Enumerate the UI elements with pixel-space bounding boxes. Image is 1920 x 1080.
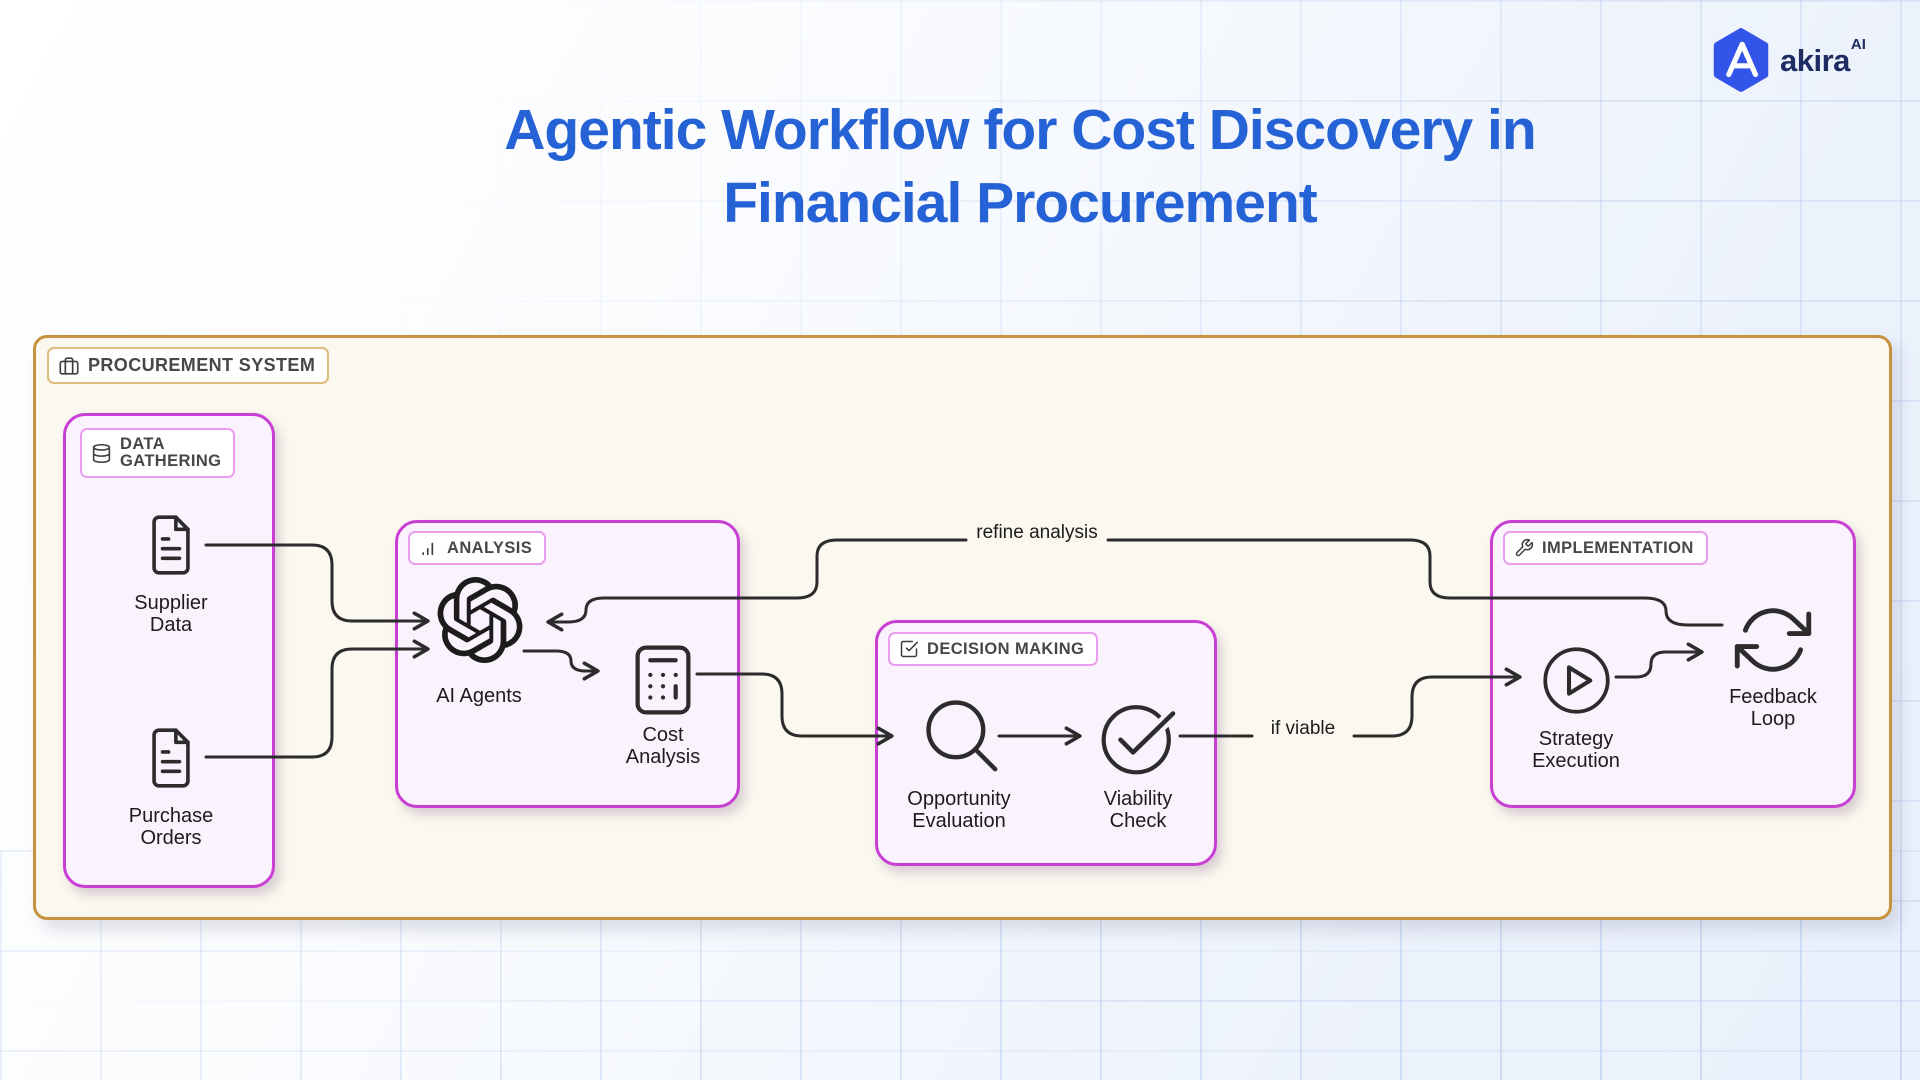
- data-gathering-label: DATA GATHERING: [80, 428, 236, 478]
- purchase-orders-line2: Orders: [140, 827, 202, 849]
- viability-check-line2: Check: [1109, 810, 1167, 832]
- supplier-data-label: Supplier Data: [86, 592, 256, 636]
- feedback-loop-line1: Feedback: [1729, 686, 1817, 708]
- implementation-label: IMPLEMENTATION: [1503, 531, 1708, 565]
- supplier-data-line2: Data: [149, 614, 193, 636]
- edge-label-if-viable: if viable: [1270, 718, 1336, 739]
- akira-logo-icon: [1713, 28, 1769, 92]
- wrench-icon: [1515, 538, 1534, 557]
- cost-analysis-line1: Cost: [642, 724, 684, 746]
- strategy-execution-line1: Strategy: [1538, 728, 1614, 750]
- check-circle-icon: [1101, 705, 1180, 775]
- feedback-loop-icon: [1734, 608, 1812, 672]
- ai-agents-label: AI Agents: [436, 685, 522, 707]
- brand-suffix: AI: [1850, 35, 1866, 53]
- play-circle-icon: [1543, 647, 1610, 714]
- decision-making-label: DECISION MAKING: [888, 632, 1099, 666]
- strategy-execution-line2: Execution: [1532, 750, 1620, 772]
- opportunity-evaluation-label: Opportunity Evaluation: [874, 788, 1044, 832]
- data-gathering-line1: DATA: [120, 434, 165, 453]
- purchase-orders-document-icon: [152, 728, 190, 788]
- page-title-line2: Financial Procurement: [723, 171, 1318, 235]
- cost-analysis-line2: Analysis: [625, 746, 701, 768]
- calculator-icon: [635, 645, 691, 715]
- page-title-line1: Agentic Workflow for Cost Discovery in: [504, 98, 1536, 162]
- feedback-loop-line2: Loop: [1750, 708, 1796, 730]
- cost-analysis-label: Cost Analysis: [578, 724, 748, 768]
- analysis-label: ANALYSIS: [408, 531, 547, 565]
- openai-logo-icon: [437, 577, 523, 663]
- page-title: Agentic Workflow for Cost Discovery in F…: [120, 94, 1920, 240]
- decision-making-label-text: DECISION MAKING: [927, 639, 1085, 658]
- opportunity-evaluation-line2: Evaluation: [912, 810, 1006, 832]
- brand-text: akiraAI: [1780, 36, 1866, 78]
- viability-check-label: Viability Check: [1053, 788, 1223, 832]
- procurement-system-label-text: PROCUREMENT SYSTEM: [88, 355, 316, 375]
- brand-name: akira: [1780, 42, 1850, 78]
- data-gathering-line2: GATHERING: [120, 452, 222, 470]
- procurement-system-label: PROCUREMENT SYSTEM: [47, 347, 330, 384]
- data-gathering-label-text: DATA GATHERING: [120, 434, 222, 471]
- strategy-execution-label: Strategy Execution: [1491, 728, 1661, 772]
- bar-chart-icon: [422, 542, 434, 556]
- briefcase-icon: [59, 356, 79, 375]
- purchase-orders-line1: Purchase: [128, 805, 214, 827]
- magnifier-icon: [926, 700, 998, 772]
- checkbox-icon: [900, 640, 919, 658]
- purchase-orders-label: Purchase Orders: [86, 805, 256, 849]
- brand-logo: akiraAI: [1712, 28, 1866, 92]
- supplier-data-line1: Supplier: [134, 592, 208, 614]
- edge-label-refine-analysis: refine analysis: [976, 522, 1098, 543]
- supplier-data-document-icon: [152, 515, 190, 575]
- analysis-label-text: ANALYSIS: [447, 538, 533, 557]
- viability-check-line1: Viability: [1103, 788, 1173, 810]
- feedback-loop-label: Feedback Loop: [1688, 686, 1858, 730]
- database-icon: [92, 443, 111, 463]
- implementation-label-text: IMPLEMENTATION: [1542, 538, 1694, 557]
- opportunity-evaluation-line1: Opportunity: [907, 788, 1011, 810]
